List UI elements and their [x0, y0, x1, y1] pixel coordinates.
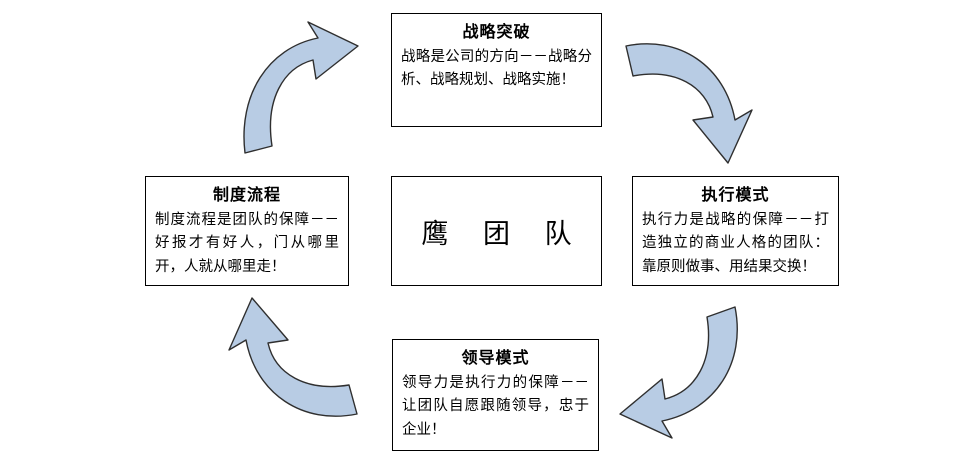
node-box-execution[interactable]: 执行模式 执行力是战略的保障－－打造独立的商业人格的团队：靠原则做事、用结果交换… [632, 176, 839, 286]
node-box-leadership[interactable]: 领导模式 领导力是执行力的保障－－让团队自愿跟随领导，忠于企业！ [392, 339, 599, 451]
node-body-leadership: 领导力是执行力的保障－－让团队自愿跟随领导，忠于企业！ [402, 375, 589, 438]
node-body-system: 制度流程是团队的保障－－好报才有好人，门从哪里开，人就从哪里走！ [155, 212, 339, 275]
curved-arrow-upper-right-icon [625, 43, 753, 164]
node-title-system: 制度流程 [212, 185, 281, 204]
node-box-strategy[interactable]: 战略突破 战略是公司的方向－－战略分析、战略规划、战略实施！ [391, 13, 602, 127]
node-box-system[interactable]: 制度流程 制度流程是团队的保障－－好报才有好人，门从哪里开，人就从哪里走！ [145, 176, 349, 286]
curved-arrow-upper-left-icon [243, 21, 359, 154]
node-title-leadership: 领导模式 [461, 348, 530, 367]
node-body-strategy: 战略是公司的方向－－战略分析、战略规划、战略实施！ [401, 49, 592, 89]
node-box-center[interactable]: 鹰 团 队 [391, 176, 602, 286]
curved-arrow-lower-left-icon [228, 297, 358, 417]
curved-arrow-lower-right-icon [619, 306, 738, 439]
node-body-execution: 执行力是战略的保障－－打造独立的商业人格的团队：靠原则做事、用结果交换！ [642, 212, 829, 275]
center-title: 鹰 团 队 [421, 218, 585, 250]
node-title-strategy: 战略突破 [462, 22, 531, 41]
node-title-execution: 执行模式 [701, 185, 770, 204]
